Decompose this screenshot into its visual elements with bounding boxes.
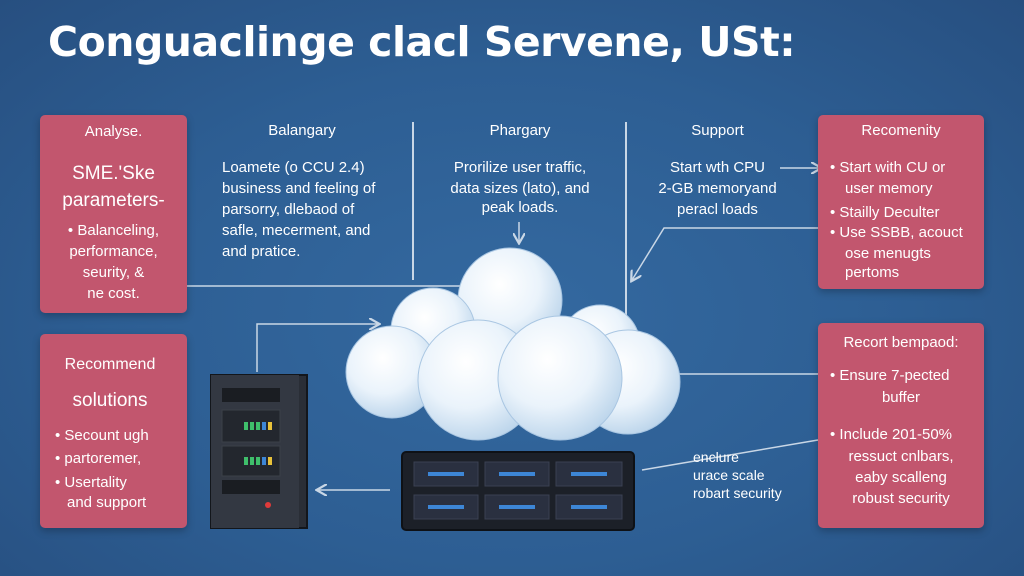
- record-bullet: robust security: [852, 490, 950, 507]
- arrow-line: [641, 439, 819, 471]
- balangary-line: Loamete (o CCU 2.4): [222, 159, 365, 176]
- phargary-header: Phargary: [489, 122, 551, 139]
- record-bullet: • Include 201-50%: [830, 426, 952, 443]
- record-bullet: eaby scalleng: [855, 469, 947, 486]
- record-box: [818, 323, 984, 528]
- balangary-line: business and feeling of: [222, 180, 376, 197]
- analyse-bullet: ne cost.: [87, 285, 140, 302]
- enclure-line: urace scale: [693, 467, 765, 483]
- balangary-header: Balangary: [268, 122, 336, 139]
- analyse-bullet: seurity, &: [82, 264, 145, 281]
- recommenity-bullet: pertoms: [845, 264, 900, 281]
- recommend-bullet: • Usertality: [55, 474, 127, 491]
- analyse-bullet: • Balanceling,: [67, 222, 160, 239]
- recommenity-box: [818, 115, 984, 289]
- analyse-line: SME.'Ske: [72, 163, 155, 184]
- page-title: Conguaclinge clacl Servene, USt:: [48, 18, 796, 66]
- phargary-line: data sizes (lato), and: [450, 180, 590, 197]
- analyse-box: [40, 115, 187, 313]
- recommenity-bullet: user memory: [845, 180, 933, 197]
- analyse-bullet: performance,: [69, 243, 158, 260]
- arrow-line: [632, 227, 820, 280]
- support-line: 2-GB memoryand: [658, 180, 777, 197]
- record-bullet: • Ensure 7-pected: [830, 367, 950, 384]
- recommend-bullet: and support: [67, 494, 147, 511]
- balangary-line: parsorry, dlebaod of: [222, 201, 355, 218]
- recommenity-header: Recomenity: [861, 122, 941, 139]
- analyse-header: Analyse.: [84, 123, 143, 140]
- recommend-bullet: • partoremer,: [55, 450, 142, 467]
- recommenity-bullet: • Use SSBB, acouct: [830, 224, 963, 241]
- support-header: Support: [691, 122, 744, 139]
- recommenity-bullet: ose menugts: [845, 245, 931, 262]
- recommend-bullet: • Secount ugh: [55, 427, 149, 444]
- arrow-line: [256, 324, 378, 372]
- record-bullet: buffer: [881, 389, 921, 406]
- balangary-line: and pratice.: [222, 243, 301, 260]
- divider-line: [625, 122, 627, 318]
- recommend-line: solutions: [72, 390, 148, 411]
- enclure-line: robart security: [693, 485, 782, 501]
- balangary-line: safle, mecerment, and: [222, 222, 371, 239]
- divider-line: [412, 122, 414, 280]
- phargary-line: peak loads.: [481, 199, 559, 216]
- recommenity-bullet: • Stailly Deculter: [830, 204, 940, 221]
- record-bullet: ressuct cnlbars,: [848, 448, 954, 465]
- analyse-line: parameters-: [62, 190, 165, 211]
- support-line: peracl loads: [677, 201, 758, 218]
- record-header: Recort bempaod:: [843, 334, 959, 351]
- status-led: [244, 422, 272, 465]
- recommend-solutions-box: [40, 334, 187, 528]
- enclure-line: enclure: [693, 449, 739, 465]
- recommend-line: Recommend: [64, 356, 156, 373]
- recommenity-bullet: • Start with CU or: [830, 159, 946, 176]
- power-led: [265, 502, 271, 508]
- phargary-line: Prorilize user traffic,: [453, 159, 587, 176]
- support-line: Start wth CPU: [669, 159, 766, 176]
